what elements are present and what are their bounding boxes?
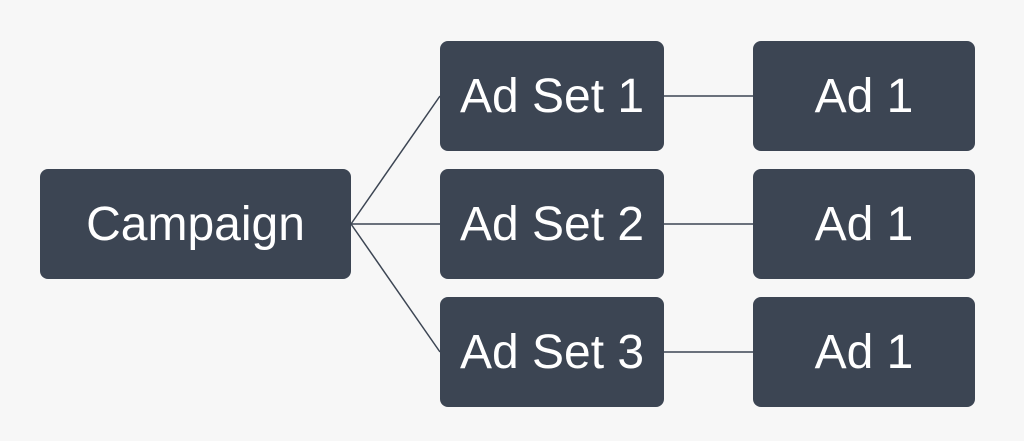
ad-set-node-1: Ad Set 1	[440, 41, 664, 151]
ad-set-node-3-label: Ad Set 3	[459, 325, 645, 379]
connector-campaign-to-adset-3	[350, 223, 441, 353]
ad-set-node-3: Ad Set 3	[440, 297, 664, 407]
ad-set-node-2: Ad Set 2	[440, 169, 664, 279]
campaign-node: Campaign	[40, 169, 351, 279]
connector-campaign-to-adset-1	[350, 95, 441, 225]
ad-node-1-label: Ad 1	[814, 69, 914, 123]
ad-node-2-label: Ad 1	[814, 197, 914, 251]
campaign-node-label: Campaign	[86, 197, 305, 251]
ad-set-node-2-label: Ad Set 2	[459, 197, 645, 251]
ad-node-3: Ad 1	[753, 297, 975, 407]
ad-node-3-label: Ad 1	[814, 325, 914, 379]
ad-node-2: Ad 1	[753, 169, 975, 279]
ad-set-node-1-label: Ad Set 1	[459, 69, 645, 123]
ad-node-1: Ad 1	[753, 41, 975, 151]
